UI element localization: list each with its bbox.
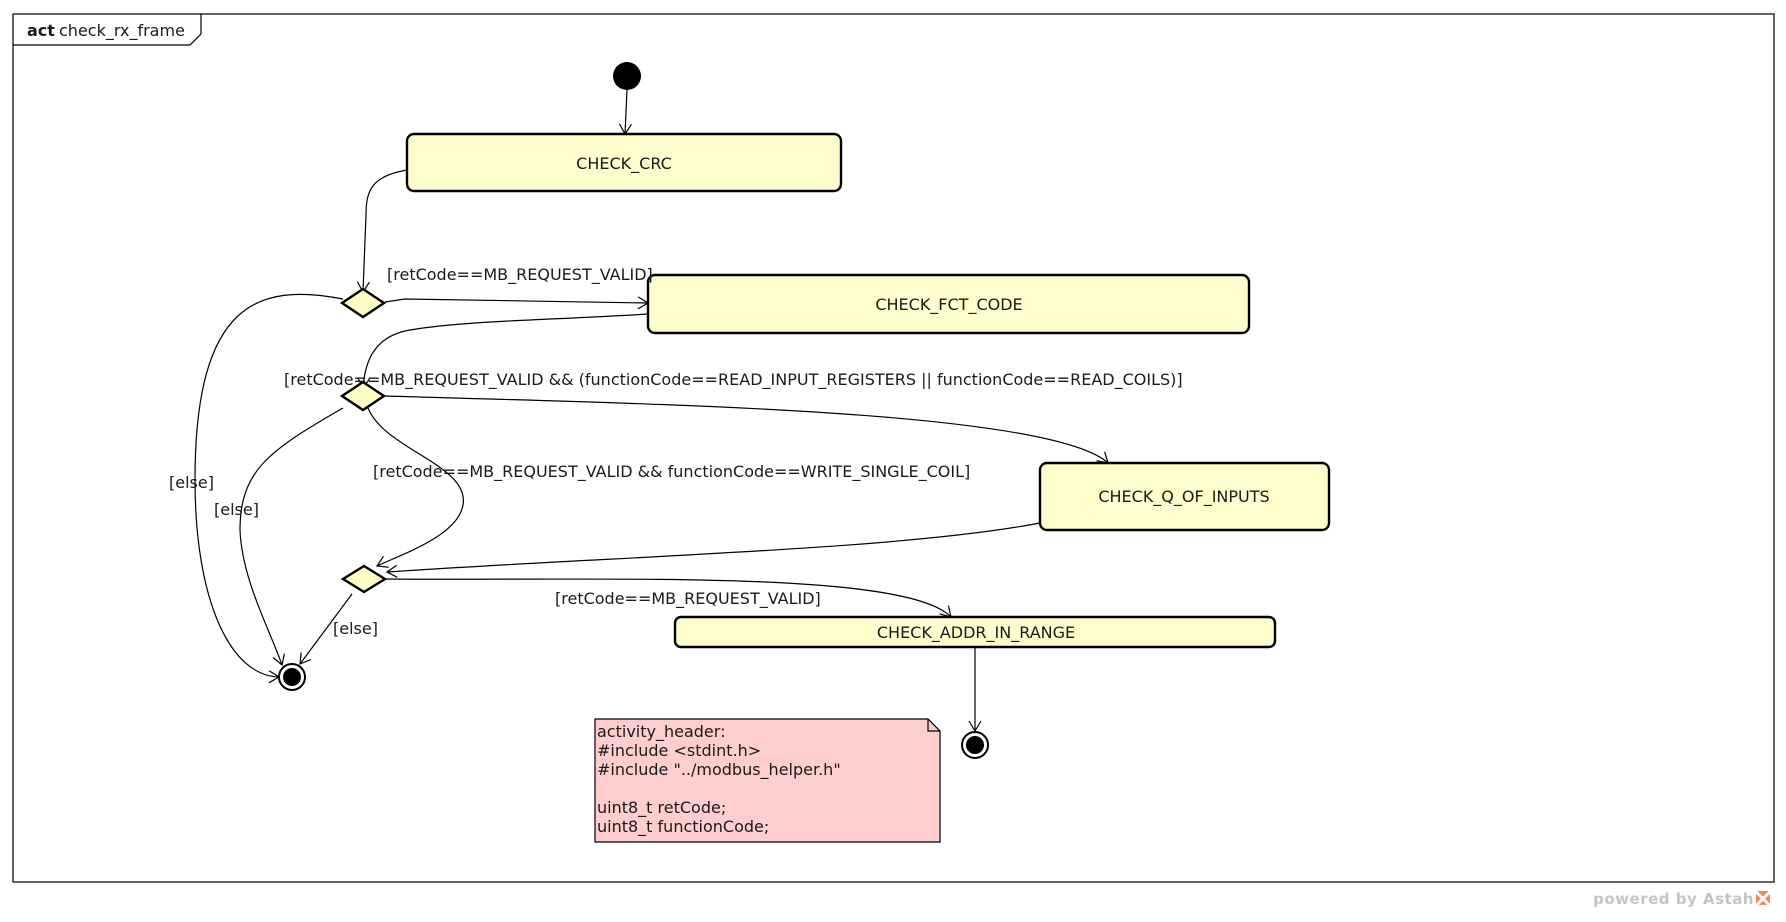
action-check-q-of-inputs[interactable]: CHECK_Q_OF_INPUTS — [1038, 461, 1331, 532]
activity-final-node-1 — [278, 663, 306, 691]
decision-node-2[interactable] — [339, 380, 387, 412]
action-check-addr-in-range-label: CHECK_ADDR_IN_RANGE — [877, 623, 1075, 643]
flow-check-fct-code-to-decision-2 — [357, 313, 649, 390]
powered-by-text: powered by Astah — [1593, 890, 1754, 908]
powered-by-footer: powered by Astah — [1593, 890, 1770, 908]
flow-decision-3-to-check-addr-in-range — [384, 578, 952, 618]
action-check-q-of-inputs-label: CHECK_Q_OF_INPUTS — [1098, 487, 1269, 507]
action-check-fct-code-label: CHECK_FCT_CODE — [875, 295, 1022, 315]
initial-node — [613, 62, 641, 90]
astah-logo-icon — [1756, 891, 1770, 905]
guard-write-single-coil: [retCode==MB_REQUEST_VALID && functionCo… — [373, 462, 970, 482]
activity-frame: act check_rx_frame — [12, 13, 1775, 883]
flow-decision-2-to-check-q-of-inputs — [384, 395, 1109, 464]
guard-request-valid-2: [retCode==MB_REQUEST_VALID] — [555, 589, 821, 609]
note-line-1: activity_header: — [597, 722, 725, 742]
guard-else-3: [else] — [333, 619, 378, 638]
guard-request-valid-1: [retCode==MB_REQUEST_VALID] — [387, 265, 653, 285]
flow-decision-3-else — [299, 593, 353, 665]
activity-final-node-2 — [961, 731, 989, 759]
flow-decision-2-to-decision-3 — [367, 407, 464, 568]
note-line-5: uint8_t retCode; — [597, 798, 726, 818]
decision-node-1[interactable] — [339, 287, 387, 319]
flow-decision-1-else — [194, 293, 344, 684]
flow-initial-to-check-crc — [618, 89, 632, 136]
activity-header-note[interactable]: activity_header: #include <stdint.h> #in… — [594, 718, 941, 843]
action-check-crc[interactable]: CHECK_CRC — [405, 132, 843, 193]
note-line-3: #include "../modbus_helper.h" — [597, 760, 841, 780]
flow-check-crc-to-decision-1 — [356, 169, 408, 294]
guard-else-2: [else] — [214, 500, 259, 519]
action-check-fct-code[interactable]: CHECK_FCT_CODE — [646, 273, 1251, 335]
flow-decision-2-else — [239, 407, 344, 667]
action-check-crc-label: CHECK_CRC — [576, 154, 672, 174]
frame-name: check_rx_frame — [59, 21, 185, 41]
guard-read-regs-or-coils: [retCode==MB_REQUEST_VALID && (functionC… — [284, 370, 1183, 390]
note-line-6: uint8_t functionCode; — [597, 817, 769, 837]
frame-keyword: act — [27, 21, 55, 40]
guard-else-1: [else] — [169, 473, 214, 492]
decision-node-3[interactable] — [340, 564, 388, 594]
flow-decision-1-to-check-fct-code — [384, 296, 650, 310]
flow-check-q-of-inputs-to-decision-3 — [385, 522, 1041, 578]
control-flows — [194, 89, 1109, 733]
note-line-2: #include <stdint.h> — [597, 741, 761, 760]
action-check-addr-in-range[interactable]: CHECK_ADDR_IN_RANGE — [673, 615, 1277, 649]
